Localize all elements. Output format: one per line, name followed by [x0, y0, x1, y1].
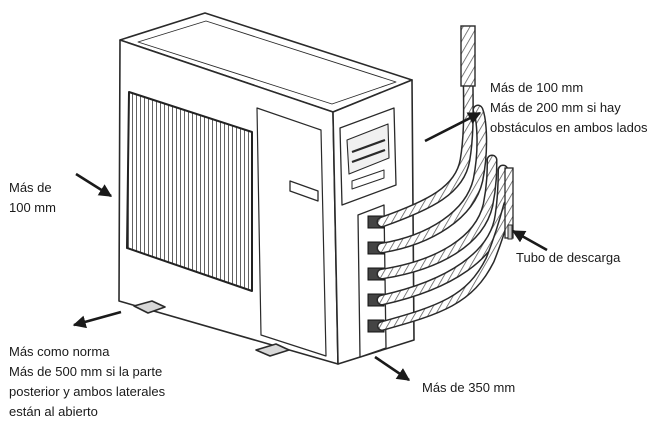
label-top-line-1: Más de 100 mm — [490, 80, 584, 95]
clearance-arrows — [72, 111, 548, 382]
label-rear-clearance: Más como norma Más de 500 mm si la parte… — [9, 342, 165, 422]
label-left-line-2: 100 mm — [9, 200, 56, 215]
label-rear-line-3: posterior y ambos laterales — [9, 384, 166, 399]
foot-left — [133, 300, 166, 314]
display-bar-1 — [351, 138, 386, 154]
pipe-connectors — [367, 215, 385, 333]
label-left-clearance: Más de 100 mm — [9, 178, 56, 218]
label-top-clearance: Más de 100 mm Más de 200 mm si hay obstá… — [490, 78, 648, 138]
vertical-pipe — [460, 25, 476, 87]
fan-grille — [126, 91, 253, 292]
label-top-line-2: Más de 200 mm si hay — [490, 100, 621, 115]
display-bar-2 — [351, 148, 386, 164]
unit-front-panel — [256, 107, 327, 357]
label-top-line-3: obstáculos en ambos lados — [490, 120, 648, 135]
arrow-drain-pointer — [511, 229, 548, 252]
hose-bundle — [376, 54, 513, 331]
display-screen — [346, 123, 390, 175]
label-rear-line-2: Más de 500 mm si la parte — [9, 364, 163, 379]
label-front-text: Más de 350 mm — [422, 380, 516, 395]
label-drain-tube: Tubo de descarga — [516, 248, 620, 268]
foot-right — [255, 343, 290, 357]
arrow-top-clearance — [424, 111, 482, 143]
label-drain-text: Tubo de descarga — [516, 250, 621, 265]
handle-slot — [289, 180, 319, 202]
arrow-left-clearance — [75, 172, 113, 198]
drain-tube — [504, 167, 514, 240]
unit-top-inner — [137, 20, 397, 105]
arrow-rear-clearance — [72, 310, 122, 329]
label-rear-line-1: Más como norma — [9, 344, 110, 359]
label-rear-line-4: están al abierto — [9, 404, 98, 419]
label-front-clearance: Más de 350 mm — [422, 378, 515, 398]
arrow-front-clearance — [374, 355, 411, 382]
control-label-box — [351, 169, 385, 190]
outdoor-unit — [118, 12, 415, 365]
label-left-line-1: Más de — [9, 180, 52, 195]
